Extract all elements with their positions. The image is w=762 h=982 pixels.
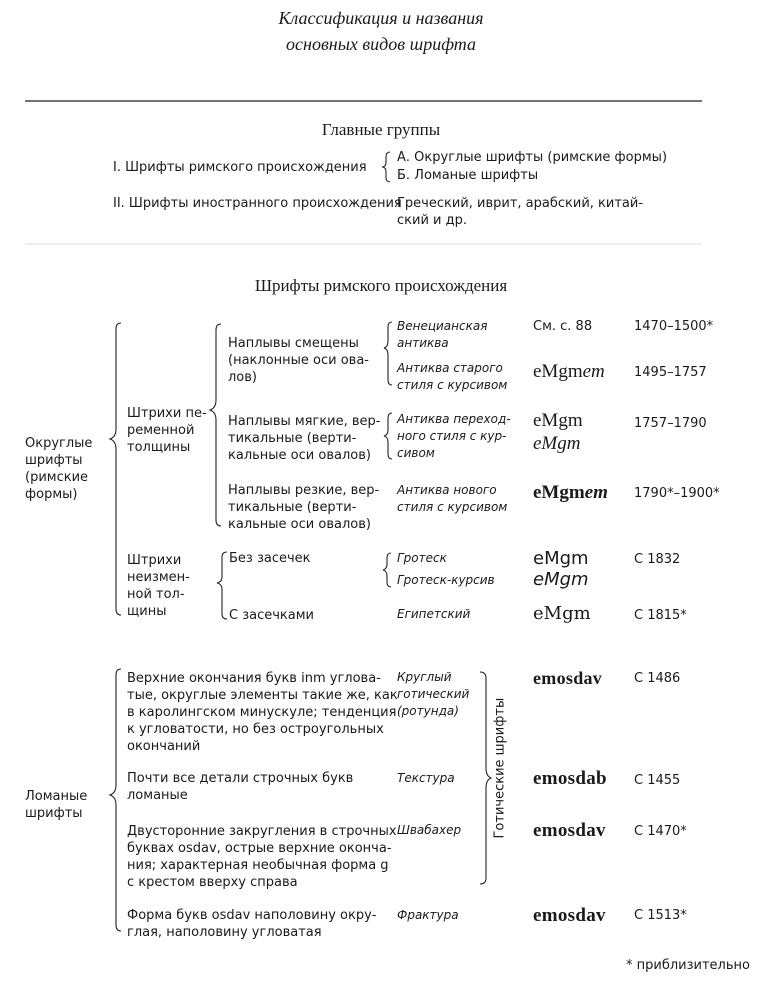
sample-modern: eMgmem [533,482,608,503]
row1-description: Наплывы смещены (наклонные оси ова- лов) [228,336,370,385]
sample-schwabacher: emosdav [533,820,606,841]
sample-textura: emosdab [533,768,607,789]
style-schwabacher: Швабахер [397,823,462,837]
group1-b: Б. Ломаные шрифты [397,168,539,183]
row3-description: Наплывы резкие, вер- тикальные (верти- к… [228,483,380,532]
style-grotesque-italic: Гротеск-курсив [397,573,495,587]
rotunda-description: Верхние окончания букв inm углова- тые, … [127,671,398,754]
broken-label: Ломаные шрифты [25,789,88,821]
sample-egyptian: eMgm [533,603,591,624]
with-serifs-label: С засечками [229,608,314,623]
date-modern: 1790*–1900* [634,486,720,501]
sample-grotesque: eMgm [533,548,589,569]
date-rotunda: С 1486 [634,671,681,686]
sans-serif-label: Без засечек [229,551,311,566]
date-textura: С 1455 [634,773,681,788]
group2-label: II. Шрифты иностранного происхождения [113,196,402,211]
footnote: * приблизительно [626,958,750,973]
group2-desc-line2: ский и др. [397,213,467,228]
date-fraktur: С 1513* [634,908,687,923]
date-venetian: 1470–1500* [634,319,714,334]
date-grotesque: С 1832 [634,552,681,567]
style-fraktur: Фрактура [397,908,459,922]
date-old-style: 1495–1757 [634,365,707,380]
group1-label: I. Шрифты римского происхождения [113,160,367,175]
textura-description: Почти все детали строчных букв ломаные [127,771,354,803]
sample-venetian: См. с. 88 [533,319,593,334]
sample-fraktur: emosdav [533,905,606,926]
fraktur-description: Форма букв osdav наполовину окру- глая, … [127,908,377,940]
style-old-style: Антиква старого стиля с курсивом [397,361,508,392]
row2-description: Наплывы мягкие, вер- тикальные (верти- к… [228,414,381,463]
group1-a: А. Округлые шрифты (римские формы) [397,150,668,165]
sample-grotesque-italic: eMgm [533,569,589,590]
style-modern: Антиква нового стиля с курсивом [397,483,508,514]
main-groups-heading: Главные группы [321,120,441,139]
sample-old-style: eMgmem [533,361,605,382]
style-rotunda: Круглый готический (ротунда) [397,670,470,718]
style-grotesque: Гротеск [397,551,447,565]
group2-desc-line1: Греческий, иврит, арабский, китай- [397,196,644,211]
style-egyptian: Египетский [397,607,471,621]
style-venetian: Венецианская антиква [397,319,488,350]
sample-transitional-italic: eMgm [533,433,581,454]
variable-strokes-label: Штрихи пе- ременной толщины [127,406,207,455]
style-textura: Текстура [397,771,455,785]
page-title-line2: основных видов шрифта [286,34,476,54]
page-title-line1: Классификация и названия [278,8,484,28]
date-egyptian: С 1815* [634,608,687,623]
sample-transitional-roman: eMgm [533,410,583,431]
sample-rotunda: emosdav [533,668,603,688]
roman-heading: Шрифты римского происхождения [254,276,508,295]
date-schwabacher: С 1470* [634,824,687,839]
rounded-label: Округлые шрифты (римские формы) [25,436,93,502]
style-transitional: Антиква переход- ного стиля с кур- сивом [397,412,511,460]
schwabacher-description: Двусторонние закругления в строчных букв… [127,824,397,890]
date-transitional: 1757–1790 [634,416,707,431]
gothic-fonts-label: Готические шрифты [492,697,508,839]
constant-strokes-label: Штрихи неизмен- ной тол- щины [127,553,190,619]
